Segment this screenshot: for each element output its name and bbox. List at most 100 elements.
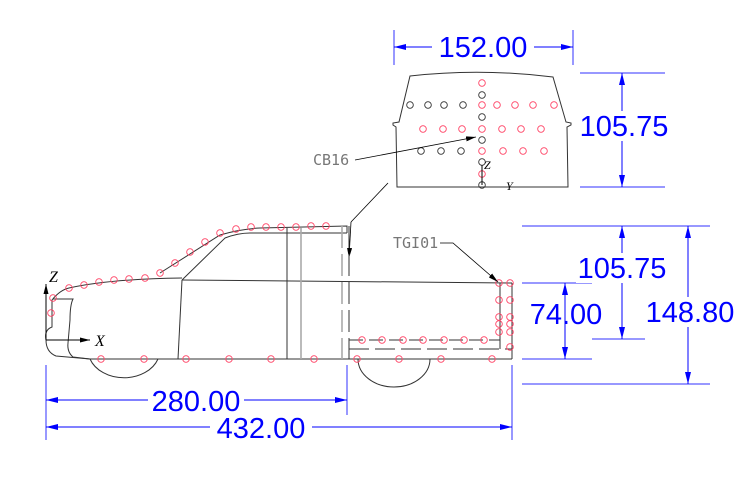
measurement-point <box>140 355 148 363</box>
measurement-point <box>80 281 88 289</box>
measurement-point <box>225 355 233 363</box>
a-pillar <box>177 279 183 360</box>
dim-side-height: 105.75 <box>578 253 667 285</box>
measurement-point <box>517 125 525 133</box>
measurement-point <box>95 278 103 286</box>
measurement-point <box>439 125 447 133</box>
measurement-point <box>201 238 209 246</box>
measurement-point <box>49 294 57 302</box>
measurement-point <box>478 136 486 144</box>
measurement-point <box>488 355 496 363</box>
view-link-leader <box>350 182 389 223</box>
measurement-point <box>47 309 55 317</box>
tgi01-leader <box>440 242 499 283</box>
measurement-point <box>156 269 164 277</box>
measurement-point <box>267 355 275 363</box>
measurement-point <box>424 101 432 109</box>
rear-wheel-arch <box>357 358 431 388</box>
measurement-point <box>358 336 366 344</box>
side-z-label: Z <box>49 269 59 286</box>
measurement-point <box>171 259 179 267</box>
measurement-point <box>310 355 318 363</box>
measurement-point <box>216 229 224 237</box>
callout-tgi01: TGI01 <box>393 234 438 252</box>
top-view-outline <box>392 71 572 188</box>
measurement-point <box>417 147 425 155</box>
measurement-point <box>186 248 194 256</box>
measurement-point <box>406 101 414 109</box>
roof-inner <box>181 232 347 281</box>
roof-outer <box>159 225 348 274</box>
measurement-point <box>262 223 270 231</box>
measurement-point <box>247 223 255 231</box>
top-view: Z Y CB16 152.00 105.75 <box>313 30 670 259</box>
cb16-leader <box>354 136 477 161</box>
beltline <box>181 279 513 284</box>
measurement-point <box>232 225 240 233</box>
dim-overall-length: 432.00 <box>217 413 306 445</box>
top-y-label: Y <box>506 179 514 193</box>
measurement-point <box>506 343 514 351</box>
measurement-point <box>495 328 503 336</box>
measurement-point <box>125 275 133 283</box>
measurement-point <box>437 147 445 155</box>
measurement-point <box>519 147 527 155</box>
measurement-point <box>141 274 149 282</box>
measurement-point <box>110 276 118 284</box>
front-bumper <box>45 339 91 360</box>
measurement-point <box>478 125 486 133</box>
measurement-point <box>292 223 300 231</box>
measurement-point <box>529 101 537 109</box>
measurement-point <box>460 336 468 344</box>
measurement-point <box>182 355 190 363</box>
measurement-point <box>399 336 407 344</box>
measurement-point <box>550 101 558 109</box>
dim-overall-height: 148.80 <box>646 297 735 329</box>
measurement-point <box>65 284 73 292</box>
measurement-point <box>478 101 486 109</box>
measurement-point <box>478 91 486 99</box>
measurement-point <box>498 125 506 133</box>
measurement-point <box>437 355 445 363</box>
measurement-point <box>478 113 486 121</box>
measurement-point <box>495 313 503 321</box>
measurement-point <box>506 320 514 328</box>
measurement-point <box>495 320 503 328</box>
dim-cab-length: 280.00 <box>152 386 241 418</box>
measurement-point <box>499 147 507 155</box>
dim-top-width: 152.00 <box>439 32 528 64</box>
side-view: Z X TGI01 280.00 432.00 148.80 105.75 74… <box>43 222 738 445</box>
side-x-label: X <box>94 333 106 350</box>
measurement-point <box>353 355 361 363</box>
measurement-point <box>537 125 545 133</box>
measurement-point <box>506 296 514 304</box>
measurement-point <box>440 336 448 344</box>
measurement-point <box>459 101 467 109</box>
measurement-point <box>395 355 403 363</box>
measurement-point <box>277 223 285 231</box>
front-wheel-arch <box>89 358 159 379</box>
measurement-point <box>419 336 427 344</box>
measurement-point <box>440 101 448 109</box>
measurement-point <box>458 125 466 133</box>
measurement-point <box>378 336 386 344</box>
front-grille <box>53 298 91 360</box>
top-z-label: Z <box>484 158 491 172</box>
measurement-point <box>322 222 330 230</box>
dim-top-height: 105.75 <box>580 111 669 143</box>
measurement-point <box>307 222 315 230</box>
dim-bed-height: 74.00 <box>530 299 603 331</box>
measurement-point <box>493 101 501 109</box>
measurement-point <box>478 147 486 155</box>
measurement-point <box>457 147 465 155</box>
side-view-points <box>47 222 514 363</box>
measurement-point <box>506 328 514 336</box>
measurement-point <box>480 336 488 344</box>
measurement-point <box>511 101 519 109</box>
measurement-point <box>540 147 548 155</box>
measurement-point <box>495 296 503 304</box>
top-view-points <box>406 79 558 189</box>
measurement-point <box>506 279 514 287</box>
